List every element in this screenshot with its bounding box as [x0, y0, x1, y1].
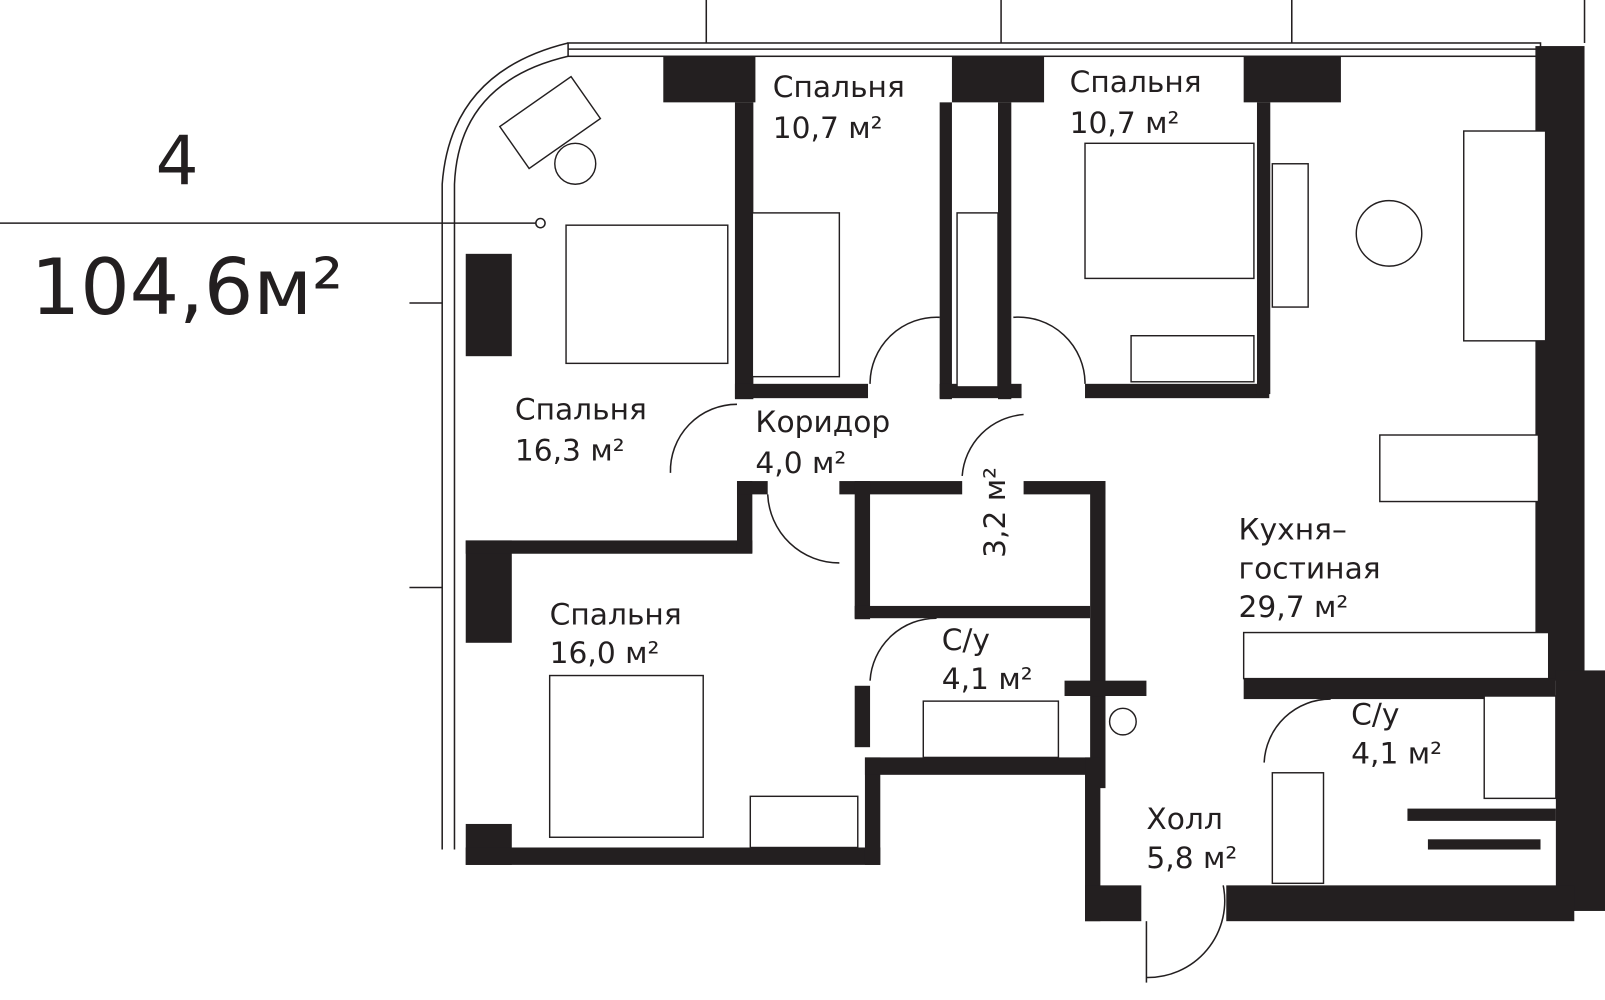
- svg-text:С/у: С/у: [942, 622, 990, 657]
- desk: [498, 75, 602, 170]
- walls: [465, 46, 1605, 922]
- leader-dot: [535, 217, 546, 229]
- room-label-bathroom-1: С/у 4,1 м²: [942, 622, 1033, 696]
- svg-text:Спальня: Спальня: [773, 69, 905, 104]
- kitchen-counter: [1242, 631, 1550, 680]
- svg-text:С/у: С/у: [1351, 697, 1399, 732]
- svg-text:Спальня: Спальня: [550, 596, 682, 631]
- room-label-kitchen-living: Кухня– гостиная 29,7 м²: [1239, 511, 1381, 624]
- window-band: [409, 0, 1586, 850]
- svg-text:16,0 м²: 16,0 м²: [550, 635, 660, 670]
- bathtub: [922, 700, 1060, 759]
- svg-text:Спальня: Спальня: [515, 392, 647, 427]
- chair: [554, 142, 597, 185]
- room-label-bedroom-1: Спальня 10,7 м²: [773, 69, 905, 145]
- room-label-corridor: Коридор 4,0 м²: [755, 404, 890, 480]
- svg-text:4,1 м²: 4,1 м²: [1351, 736, 1442, 771]
- bed: [565, 224, 729, 365]
- svg-text:3,2 м²: 3,2 м²: [977, 467, 1012, 558]
- total-area: 104,6м²: [31, 243, 344, 333]
- rooms-count: 4: [156, 121, 199, 200]
- svg-text:16,3 м²: 16,3 м²: [515, 433, 625, 468]
- wardrobe: [1271, 772, 1325, 885]
- room-label-bathroom-2: С/у 4,1 м²: [1351, 697, 1442, 771]
- room-label-bedroom-3: Спальня 16,3 м²: [515, 392, 647, 468]
- svg-text:10,7 м²: 10,7 м²: [1070, 105, 1180, 140]
- room-label-bedroom-4: Спальня 16,0 м²: [550, 596, 682, 670]
- sofa: [1463, 130, 1547, 342]
- room-label-bedroom-2: Спальня 10,7 м²: [1070, 64, 1202, 140]
- doors: [669, 316, 1331, 983]
- wardrobe: [1130, 335, 1255, 383]
- bed: [548, 674, 704, 838]
- room-label-hall: Холл 5,8 м²: [1146, 801, 1237, 875]
- coffee-table: [1355, 199, 1423, 267]
- dining-table: [1379, 434, 1540, 503]
- svg-text:Кухня–: Кухня–: [1239, 511, 1347, 546]
- svg-text:4,1 м²: 4,1 м²: [942, 661, 1033, 696]
- svg-text:Коридор: Коридор: [755, 404, 890, 439]
- svg-text:29,7 м²: 29,7 м²: [1239, 589, 1349, 624]
- svg-text:гостиная: гостиная: [1239, 550, 1381, 585]
- svg-text:4,0 м²: 4,0 м²: [755, 445, 846, 480]
- svg-text:10,7 м²: 10,7 м²: [773, 110, 883, 145]
- washer: [1108, 707, 1137, 736]
- svg-text:Спальня: Спальня: [1070, 64, 1202, 99]
- room-label-closet: 3,2 м²: [977, 467, 1012, 558]
- bed: [751, 212, 841, 378]
- bed: [1084, 142, 1255, 280]
- wardrobe: [749, 795, 859, 849]
- wardrobe: [956, 212, 999, 388]
- tv: [1271, 163, 1309, 308]
- svg-text:5,8 м²: 5,8 м²: [1146, 840, 1237, 875]
- svg-text:Холл: Холл: [1146, 801, 1222, 836]
- furniture: [498, 75, 1557, 885]
- shower: [1483, 695, 1557, 800]
